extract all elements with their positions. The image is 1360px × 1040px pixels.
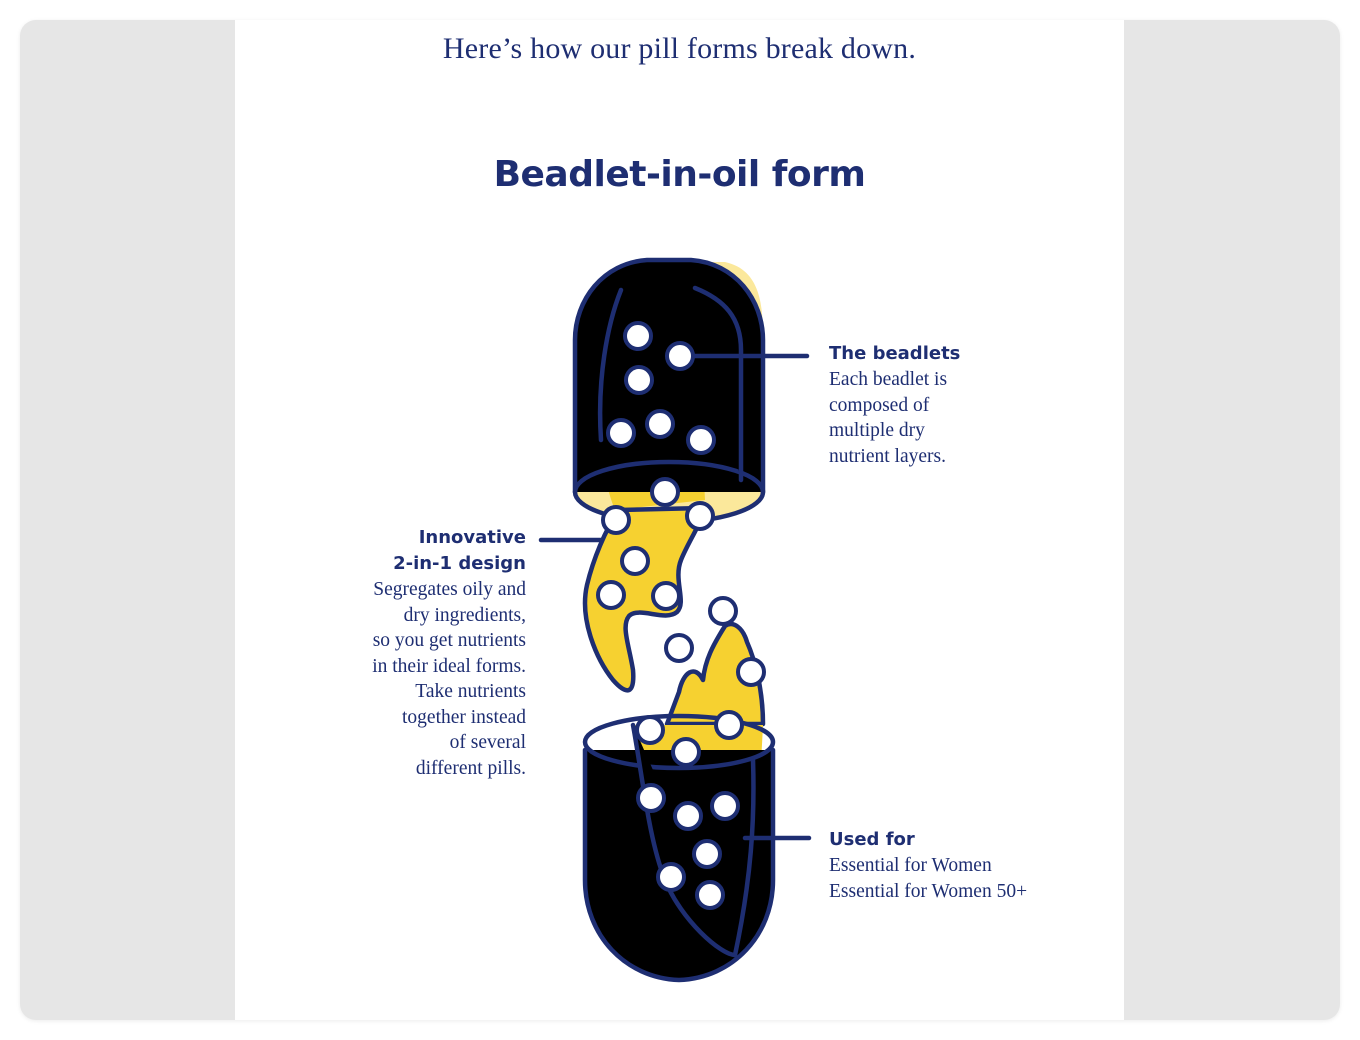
beadlet-icon	[623, 321, 653, 351]
callout-line: different pills.	[415, 757, 526, 779]
beadlet-icon	[673, 801, 703, 831]
product-name: Essential for Women 50+	[829, 880, 1028, 902]
beadlet-icon	[665, 341, 695, 371]
callout-line: of several	[449, 732, 526, 753]
beadlet-icon	[736, 657, 766, 687]
callout-line: dry ingredients,	[403, 604, 526, 626]
beadlet-icon	[645, 409, 675, 439]
content-panel: Here’s how our pill forms break down. Be…	[235, 20, 1124, 1020]
callout-line: Each beadlet is	[829, 369, 948, 390]
callout-line: nutrient layers.	[829, 445, 946, 467]
beadlet-icon	[708, 596, 738, 626]
callout-line: in their ideal forms.	[372, 655, 526, 677]
callout-line: Take nutrients	[415, 681, 526, 702]
beadlets-group	[596, 321, 766, 910]
callout-design-text: Segregates oily and dry ingredients, so …	[295, 577, 526, 781]
beadlet-icon	[651, 581, 681, 611]
callout-line: multiple dry	[829, 420, 925, 441]
callout-used-for-text: Essential for Women Essential for Women …	[829, 853, 1027, 904]
diagram-heading: Beadlet-in-oil form	[493, 154, 866, 195]
callout-line: so you get nutrients	[372, 630, 526, 651]
callout-beadlets-title: The beadlets	[829, 343, 961, 364]
callout-used-for-title: Used for	[829, 829, 915, 850]
beadlet-icon	[656, 862, 686, 892]
callout-used-for: Used for Essential for Women Essential f…	[829, 827, 1027, 904]
beadlet-icon	[620, 546, 650, 576]
beadlet-icon	[664, 633, 694, 663]
beadlet-icon	[624, 365, 654, 395]
callout-design-title: Innovative 2-in-1 design	[295, 525, 526, 577]
callout-design: Innovative 2-in-1 design Segregates oily…	[295, 525, 526, 781]
beadlet-icon	[695, 880, 725, 910]
beadlet-icon	[710, 791, 740, 821]
pill-diagram	[538, 257, 812, 983]
callout-line: together instead	[402, 706, 526, 728]
beadlet-icon	[692, 839, 722, 869]
beadlet-icon	[636, 783, 666, 813]
beadlet-icon	[606, 418, 636, 448]
oil-splash-icon	[582, 505, 766, 727]
screenshot-frame: Here’s how our pill forms break down. Be…	[20, 20, 1340, 1020]
beadlet-icon	[671, 737, 701, 767]
callout-line: Segregates oily and	[373, 579, 526, 600]
callout-title-line: 2-in-1 design	[393, 553, 526, 574]
intro-text: Here’s how our pill forms break down.	[442, 32, 917, 65]
beadlet-icon	[635, 715, 665, 745]
beadlet-icon	[686, 425, 716, 455]
beadlet-icon	[601, 505, 631, 535]
product-name: Essential for Women	[829, 855, 992, 876]
beadlet-icon	[650, 477, 680, 507]
callout-line: composed of	[829, 394, 930, 416]
beadlet-icon	[685, 501, 715, 531]
beadlet-icon	[714, 710, 744, 740]
callout-beadlets-text: Each beadlet is composed of multiple dry…	[829, 367, 960, 469]
callout-beadlets: The beadlets Each beadlet is composed of…	[829, 341, 960, 469]
callout-title-line: Innovative	[418, 527, 526, 548]
beadlet-icon	[596, 580, 626, 610]
